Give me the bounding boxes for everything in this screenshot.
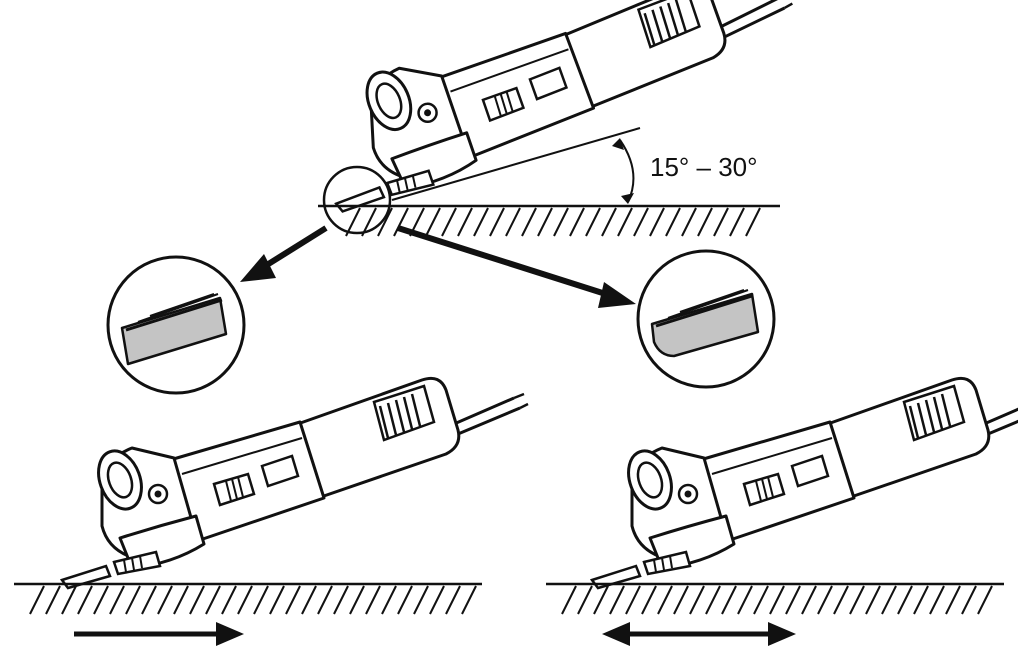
hatch-line [157, 585, 173, 615]
bottom-left-ground-hatched-icon [14, 582, 482, 615]
back-and-forth-arrow-icon [602, 622, 796, 646]
hatch-line [801, 585, 817, 615]
hatch-line [577, 585, 593, 615]
hatch-line [977, 585, 993, 615]
hatch-line [141, 585, 157, 615]
hatch-line [77, 585, 93, 615]
hatch-line [745, 207, 761, 237]
forward-direction-arrow-icon [74, 622, 244, 646]
hatch-line [897, 585, 913, 615]
hatch-line [29, 585, 45, 615]
hatch-line [601, 207, 617, 237]
hatch-line [593, 585, 609, 615]
hatch-line [125, 585, 141, 615]
angle-label: 15° – 30° [650, 152, 758, 182]
hatch-line [393, 207, 409, 237]
hatch-line [721, 585, 737, 615]
hatch-line [445, 585, 461, 615]
hatch-line [697, 207, 713, 237]
tilt-reference-line [391, 127, 641, 201]
right-detail-circle-icon [636, 249, 776, 389]
hatch-line [689, 585, 705, 615]
hatch-line [317, 585, 333, 615]
hatch-line [617, 207, 633, 237]
hatch-line [673, 585, 689, 615]
hatch-line [109, 585, 125, 615]
hatch-line [269, 585, 285, 615]
top-ground-hatched-icon [318, 204, 780, 237]
hatch-line [705, 585, 721, 615]
hatch-line [285, 585, 301, 615]
angle-arc-icon [612, 138, 635, 204]
hatch-line [397, 585, 413, 615]
hatch-line [413, 585, 429, 615]
hatch-line [585, 207, 601, 237]
hatch-line [561, 585, 577, 615]
hatch-line [681, 207, 697, 237]
hatch-line [641, 585, 657, 615]
hatch-line [729, 207, 745, 237]
hatch-line [785, 585, 801, 615]
bottom-right-grinder-icon [590, 376, 1018, 590]
hatch-line [657, 585, 673, 615]
hatch-line [881, 585, 897, 615]
bottom-left-grinder-icon [60, 376, 530, 590]
hatch-line [365, 585, 381, 615]
hatch-line [61, 585, 77, 615]
hatch-line [45, 585, 61, 615]
hatch-line [633, 207, 649, 237]
hatch-line [865, 585, 881, 615]
hatch-line [237, 585, 253, 615]
hatch-line [489, 207, 505, 237]
hatch-line [833, 585, 849, 615]
hatch-line [457, 207, 473, 237]
hatch-line [769, 585, 785, 615]
hatch-line [649, 207, 665, 237]
left-detail-arrow-icon [240, 225, 328, 282]
hatch-line [537, 207, 553, 237]
hatch-line [817, 585, 833, 615]
hatch-line [521, 207, 537, 237]
contact-magnifier-circle-icon [322, 165, 392, 235]
hatch-line [461, 585, 477, 615]
hatch-line [609, 585, 625, 615]
hatch-line [301, 585, 317, 615]
hatch-line [737, 585, 753, 615]
hatch-line [569, 207, 585, 237]
hatch-line [425, 207, 441, 237]
hatch-line [713, 207, 729, 237]
bottom-right-ground-hatched-icon [546, 582, 1004, 615]
hatch-line [205, 585, 221, 615]
hatch-line [665, 207, 681, 237]
hatch-line [913, 585, 929, 615]
left-detail-circle-icon [106, 255, 246, 395]
hatch-line [473, 207, 489, 237]
hatch-line [377, 207, 393, 237]
hatch-line [753, 585, 769, 615]
hatch-line [441, 207, 457, 237]
hatch-line [849, 585, 865, 615]
hatch-line [945, 585, 961, 615]
hatch-line [381, 585, 397, 615]
hatch-line [625, 585, 641, 615]
hatch-line [253, 585, 269, 615]
hatch-line [961, 585, 977, 615]
hatch-line [93, 585, 109, 615]
hatch-line [189, 585, 205, 615]
hatch-line [429, 585, 445, 615]
hatch-line [553, 207, 569, 237]
hatch-line [349, 585, 365, 615]
right-detail-arrow-icon [397, 225, 636, 308]
hatch-line [173, 585, 189, 615]
hatch-line [929, 585, 945, 615]
hatch-line [333, 585, 349, 615]
hatch-line [221, 585, 237, 615]
hatch-line [505, 207, 521, 237]
